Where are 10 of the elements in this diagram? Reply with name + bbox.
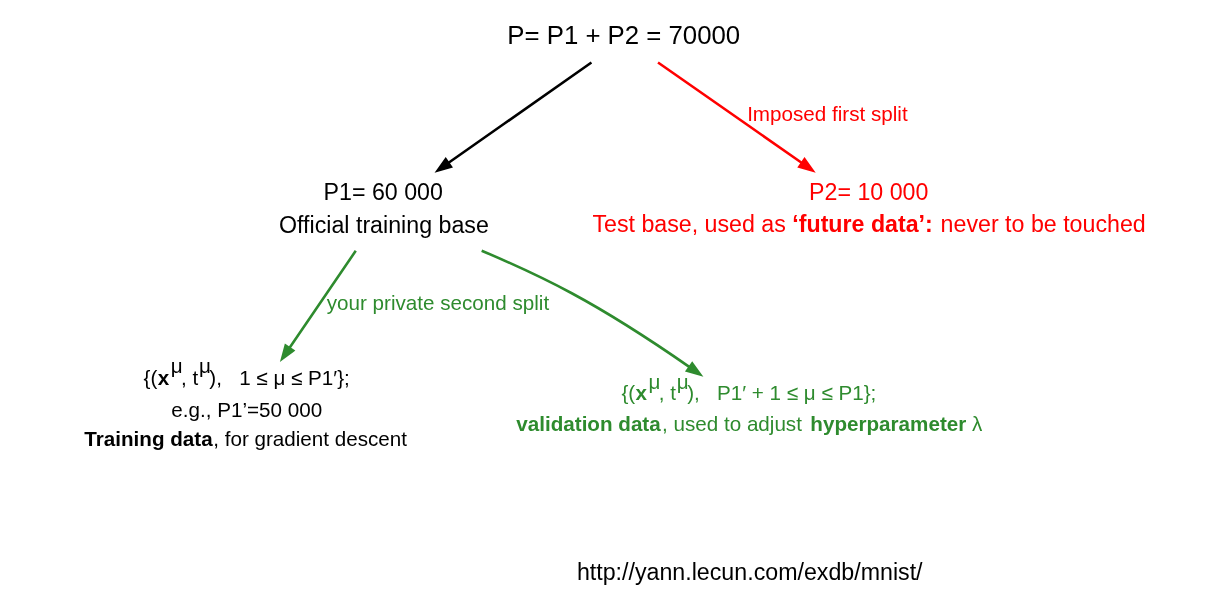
label: http://yann.lecun.com/exdb/mnist/: [576, 559, 923, 586]
arrow: [434, 61, 593, 173]
node-text: P1= 60 000 Official training base: [279, 178, 489, 239]
arrow: [279, 250, 357, 362]
node-text: P= P1 + P2 = 70000: [507, 21, 741, 50]
node-text: P2= 10 000 Test base, used as ‘future data’: never to be touched: [592, 178, 1146, 237]
edge-label: Imposed first split: [747, 102, 908, 126]
arrow: [657, 61, 816, 173]
edge-label: your private second split: [326, 290, 550, 314]
arrow: [481, 249, 704, 377]
